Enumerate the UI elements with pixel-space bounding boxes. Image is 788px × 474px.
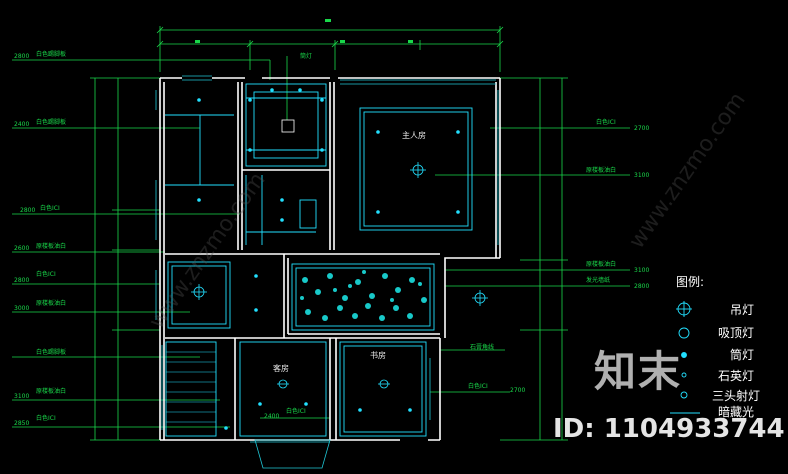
left-note-text: 白色踢脚板 [36, 348, 66, 356]
left-note-num: 2400 [14, 121, 29, 128]
ceiling-lamp-icon [678, 327, 690, 339]
walls [159, 77, 501, 441]
stair-hatch [166, 351, 216, 423]
ceiling-details [165, 83, 473, 437]
ceiling-fan-symbol [281, 119, 295, 133]
left-note-num: 2600 [14, 245, 29, 252]
bottom-note-text: 白色ICI [286, 407, 306, 415]
downlight-icon [681, 352, 687, 358]
dimension-lines [12, 26, 630, 441]
left-note-text: 原楼板油白 [36, 299, 66, 307]
watermark-logo-text: 知末 [594, 347, 683, 396]
light-fixtures [191, 162, 488, 389]
watermark-id: ID: 1104933744 [553, 414, 785, 444]
room-label-master: 主人房 [402, 130, 426, 140]
bottom-note-num: 2400 [264, 413, 279, 420]
wallpaper-pattern [300, 270, 427, 321]
left-note-num: 2850 [14, 420, 29, 427]
legend-item: 三头射灯 [712, 388, 760, 403]
bottom-note-text: 白色ICI [468, 382, 488, 390]
left-note-text: 原楼板油白 [36, 387, 66, 395]
legend-item: 筒灯 [730, 347, 754, 362]
right-note-num: 2700 [634, 125, 649, 132]
left-note-text: 白色ICI [40, 204, 60, 212]
right-note-text: 发光墙纸 [586, 276, 610, 284]
left-note-text: 白色踢脚板 [36, 118, 66, 126]
right-note-text: 原楼板油白 [586, 260, 616, 268]
spotlight-icon [680, 391, 688, 399]
left-note-text: 白色踢脚板 [36, 50, 66, 58]
dimension-ticks [195, 19, 413, 43]
openings [182, 74, 428, 444]
left-note-num: 3000 [14, 305, 29, 312]
top-fixture-label: 筒灯 [300, 52, 312, 60]
left-note-text: 白色ICI [36, 414, 56, 422]
bottom-note-text: 石膏角线 [470, 343, 494, 351]
right-note-text: 白色ICI [596, 118, 616, 126]
legend-item: 吊灯 [730, 303, 754, 317]
right-note-text: 原楼板油白 [586, 166, 616, 174]
left-note-num: 2800 [20, 207, 35, 214]
room-label-study: 书房 [370, 350, 386, 360]
left-note-num: 3100 [14, 393, 29, 400]
left-note-text: 原楼板油白 [36, 242, 66, 250]
legend-item: 吸顶灯 [718, 326, 754, 340]
right-note-num: 2800 [634, 283, 649, 290]
left-note-num: 2800 [14, 277, 29, 284]
right-note-num: 3100 [634, 267, 649, 274]
quartz-lamp-icon [681, 372, 687, 378]
left-note-num: 2800 [14, 53, 29, 60]
legend-item: 暗藏光 [718, 404, 754, 419]
downlights [197, 88, 460, 430]
bottom-note-num: 2700 [510, 387, 525, 394]
room-label-guest: 客房 [273, 363, 289, 373]
legend-item: 石英灯 [718, 369, 754, 383]
diagonal-watermark: www.znzmo.com [624, 88, 750, 253]
legend: 图例: 吊灯 吸顶灯 筒灯 石英灯 三头射灯 暗藏光 [670, 275, 760, 419]
legend-title: 图例: [676, 275, 704, 289]
right-note-num: 3100 [634, 172, 649, 179]
windows [155, 75, 499, 443]
bay-window [254, 439, 331, 469]
left-note-text: 白色ICI [36, 270, 56, 278]
